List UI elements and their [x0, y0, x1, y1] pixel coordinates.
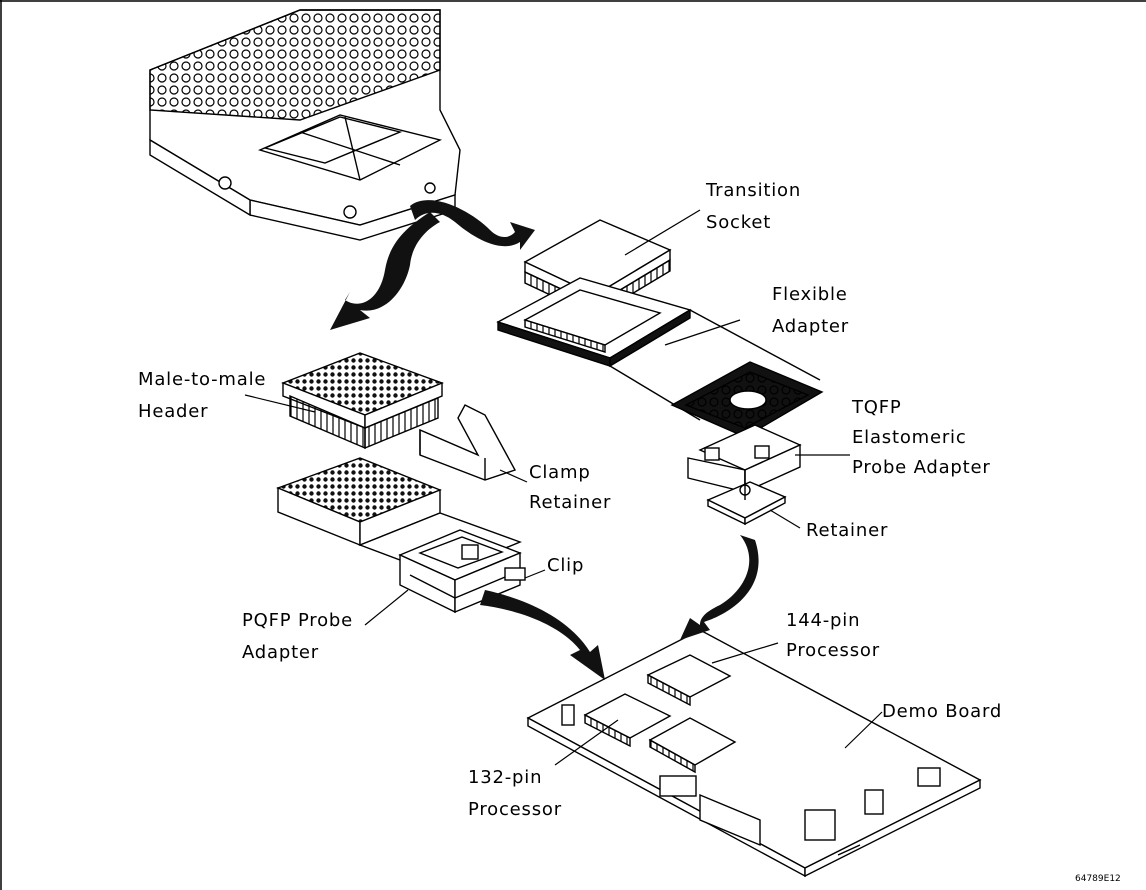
label-tqfp-adapter: TQFP Elastomeric Probe Adapter: [852, 397, 991, 478]
label-132-pin-processor: 132-pin Processor: [468, 767, 562, 820]
label-flexible-adapter: Flexible Adapter: [772, 284, 850, 337]
male-to-male-header-part: [281, 352, 444, 450]
demo-board-part: [526, 629, 982, 878]
leader-demo-board: [844, 711, 883, 749]
leader-header: [244, 394, 316, 413]
arrow-to-header: [330, 212, 440, 330]
label-144-pin-processor: 144-pin Processor: [786, 610, 880, 661]
label-transition-socket: Transition Socket: [706, 180, 802, 233]
arrow-to-demo-board-left: [480, 590, 605, 680]
label-pqfp-probe-adapter: PQFP Probe Adapter: [242, 610, 354, 663]
leader-retainer: [769, 509, 801, 529]
probe-cable-connector: [149, 9, 461, 241]
figure-id: 64789E12: [1075, 874, 1121, 884]
label-clamp-retainer: Clamp Retainer: [529, 462, 612, 513]
leader-132-pin: [554, 719, 619, 766]
clamp-retainer-part: [419, 404, 517, 481]
leader-clip: [524, 569, 546, 579]
leader-clamp-retainer: [499, 469, 528, 483]
tqfp-elastomeric-adapter-part: [670, 361, 824, 526]
flexible-adapter-part: [496, 277, 821, 421]
leader-144-pin: [711, 642, 779, 664]
label-retainer: Retainer: [806, 520, 889, 541]
label-demo-board: Demo Board: [882, 701, 1003, 722]
label-male-to-male-header: Male-to-male Header: [138, 369, 267, 422]
label-clip: Clip: [547, 555, 585, 576]
leader-lines: [244, 209, 883, 766]
leader-flexible-adapter: [664, 319, 741, 346]
leader-pqfp: [364, 589, 409, 626]
arrow-to-transition-socket: [410, 200, 535, 250]
leader-transition-socket: [624, 209, 701, 256]
arrow-to-demo-board-right: [680, 535, 759, 640]
pqfp-probe-adapter-part: [398, 529, 526, 614]
assembly-arrows: [330, 200, 759, 680]
